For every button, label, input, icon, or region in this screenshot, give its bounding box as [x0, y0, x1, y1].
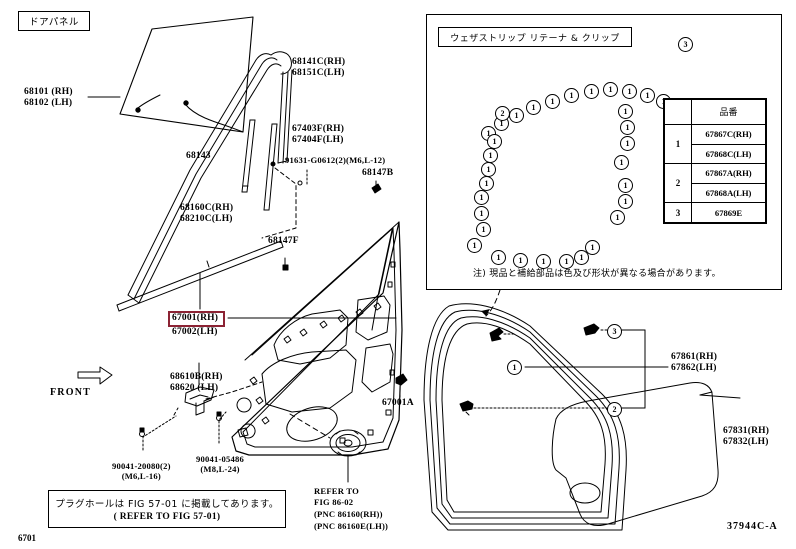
callout-2: 2	[495, 106, 510, 121]
callout-1: 1	[491, 250, 506, 265]
label-bolt-90041-05486: 90041-05486 (M8,L-24)	[196, 454, 245, 474]
front-direction-label: FRONT	[50, 387, 91, 398]
callout-1: 1	[620, 120, 635, 135]
table-header-partno: 品番	[691, 99, 766, 125]
callout-1: 1	[564, 88, 579, 103]
callout-1: 1	[603, 82, 618, 97]
label-68141c-run: 68141C(RH) 68151C(LH)	[292, 57, 346, 78]
weatherstrip-disclaimer-note: 注) 現品と補給部品は色及び形状が異なる場合があります。	[473, 269, 721, 279]
table-corner-cell	[664, 99, 692, 125]
refer-note-line4: (PNC 86160E(LH))	[314, 521, 389, 531]
callout-1: 1	[474, 206, 489, 221]
label-68147b-clip: 68147B	[362, 168, 394, 178]
label-67001-door-panel: 67001(RH)	[172, 313, 219, 323]
plug-hole-note-box: プラグホールは FIG 57-01 に掲載してあります。 ( REFER TO …	[48, 490, 286, 528]
label-68610b-hinge: 68610B(RH) 68620 (LH)	[170, 372, 223, 393]
callout-1: 1	[618, 104, 633, 119]
label-67001a-grommet: 67001A	[382, 398, 414, 408]
label-67002-door-panel-lh: 67002(LH)	[172, 327, 218, 337]
callout-1: 1	[467, 238, 482, 253]
callout-3: 3	[678, 37, 693, 52]
table-cell-67868c: 67868C(LH)	[691, 143, 766, 165]
refer-note-line1: REFER TO	[314, 486, 359, 496]
callout-1: 1	[526, 100, 541, 115]
table-cell-67869e: 67869E	[691, 202, 766, 223]
table-cell-67867a: 67867A(RH)	[691, 163, 766, 184]
label-67403f-sash: 67403F(RH) 67404F(LH)	[292, 124, 345, 145]
callout-1: 1	[614, 155, 629, 170]
table-index-2: 2	[664, 163, 692, 204]
diagram-title-box: ドアパネル	[18, 11, 90, 31]
callout-1: 1	[622, 84, 637, 99]
label-68147f-clip: 68147F	[268, 236, 299, 246]
callout-1: 1	[513, 253, 528, 268]
label-67831-service-hole-cover: 67831(RH) 67832(LH)	[723, 426, 770, 447]
callout-1: 1	[487, 134, 502, 149]
sheet-code: 37944C-A	[727, 521, 778, 532]
plug-note-japanese: プラグホールは FIG 57-01 に掲載してあります。	[55, 499, 279, 510]
callout-1: 1	[584, 84, 599, 99]
callout-1: 1	[574, 250, 589, 265]
callout-1: 1	[481, 162, 496, 177]
callout-3-lower: 3	[607, 324, 622, 339]
callout-1: 1	[640, 88, 655, 103]
table-cell-67867c: 67867C(RH)	[691, 123, 766, 145]
callout-1-lower: 1	[507, 360, 522, 375]
callout-2-lower: 2	[607, 402, 622, 417]
label-68160c-belt-molding: 68160C(RH) 68210C(LH)	[180, 203, 234, 224]
callout-1: 1	[483, 148, 498, 163]
callout-1: 1	[479, 176, 494, 191]
label-91631-screw: 91631-G0612(2)(M6,L-12)	[285, 155, 386, 165]
callout-1: 1	[618, 194, 633, 209]
callout-1: 1	[476, 222, 491, 237]
table-index-3: 3	[664, 202, 692, 223]
callout-1: 1	[620, 136, 635, 151]
callout-1: 1	[585, 240, 600, 255]
refer-note-line3: (PNC 86160(RH))	[314, 509, 383, 519]
label-67861-weatherstrip: 67861(RH) 67862(LH)	[671, 352, 718, 373]
table-cell-67868a: 67868A(LH)	[691, 182, 766, 204]
weatherstrip-parts-table: 品番 1 67867C(RH) 67868C(LH) 2 67867A(RH) …	[663, 98, 767, 224]
callout-1: 1	[618, 178, 633, 193]
callout-1: 1	[474, 190, 489, 205]
callout-1: 1	[545, 94, 560, 109]
callout-1: 1	[559, 254, 574, 269]
page-number: 6701	[18, 533, 36, 543]
weatherstrip-title-text: ウェザストリップ リテーナ & クリップ	[450, 33, 620, 44]
label-68101-glass: 68101 (RH) 68102 (LH)	[24, 87, 73, 108]
refer-note-line2: FIG 86-02	[314, 497, 354, 507]
highlight-box-67001	[168, 311, 225, 327]
callout-1: 1	[509, 108, 524, 123]
weatherstrip-title-box: ウェザストリップ リテーナ & クリップ	[438, 27, 632, 47]
diagram-title-text: ドアパネル	[29, 17, 79, 28]
label-bolt-90041-20080: 90041-20080(2) (M6,L-16)	[112, 461, 171, 481]
plug-note-english: ( REFER TO FIG 57-01)	[113, 512, 221, 522]
callout-1: 1	[536, 254, 551, 269]
label-68143-division-bar: 68143	[186, 151, 211, 161]
table-index-1: 1	[664, 123, 692, 165]
callout-1: 1	[610, 210, 625, 225]
